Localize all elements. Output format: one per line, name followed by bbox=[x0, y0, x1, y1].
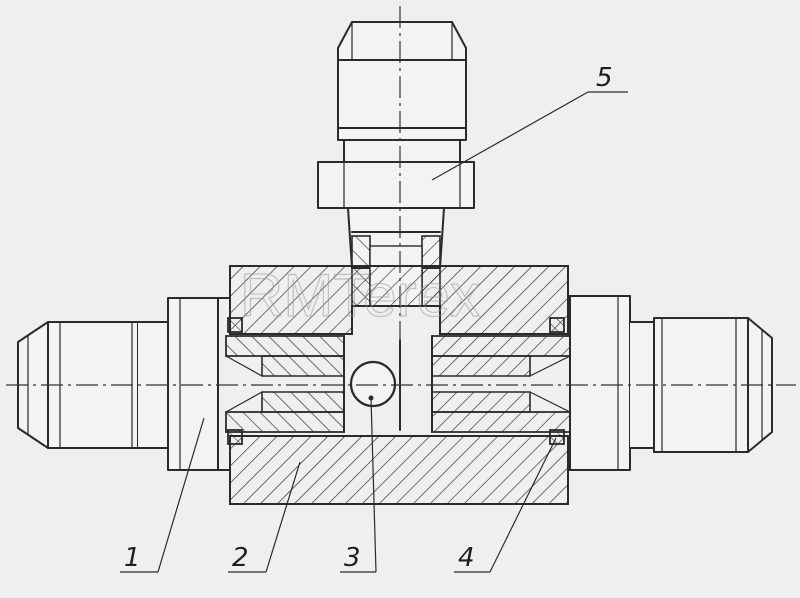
o-ring-seals bbox=[227, 317, 565, 445]
ball-valve bbox=[349, 360, 397, 408]
callout-5: 5 bbox=[596, 63, 613, 93]
right-fitting bbox=[569, 295, 773, 471]
callout-3: 3 bbox=[344, 543, 361, 573]
watermark: RMTerex bbox=[240, 262, 480, 329]
callout-2: 2 bbox=[232, 543, 249, 573]
leader-lines bbox=[120, 91, 628, 573]
left-fitting bbox=[17, 297, 219, 471]
callout-4: 4 bbox=[458, 543, 475, 573]
callout-1: 1 bbox=[124, 543, 141, 573]
inner-sleeves bbox=[225, 335, 571, 433]
housing bbox=[217, 265, 571, 505]
